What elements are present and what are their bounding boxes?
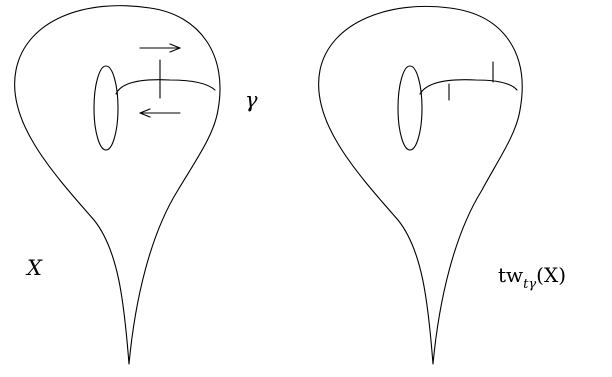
surface-x-hole — [94, 66, 118, 150]
surface-x-gamma-curve — [116, 80, 215, 94]
surface-x-label: X — [25, 256, 43, 280]
surface-twisted-outline — [319, 6, 523, 364]
surface-twisted-gamma-curve — [420, 80, 517, 94]
gamma-label: γ — [245, 88, 258, 112]
surface-twisted — [319, 6, 523, 364]
arrow-right-icon — [140, 44, 180, 52]
surface-twisted-hole — [398, 66, 422, 150]
surface-x — [15, 6, 220, 364]
twisted-surface-label: twtγ(X) — [498, 263, 566, 292]
surface-x-outline — [15, 6, 220, 364]
arrow-left-icon — [140, 109, 180, 117]
